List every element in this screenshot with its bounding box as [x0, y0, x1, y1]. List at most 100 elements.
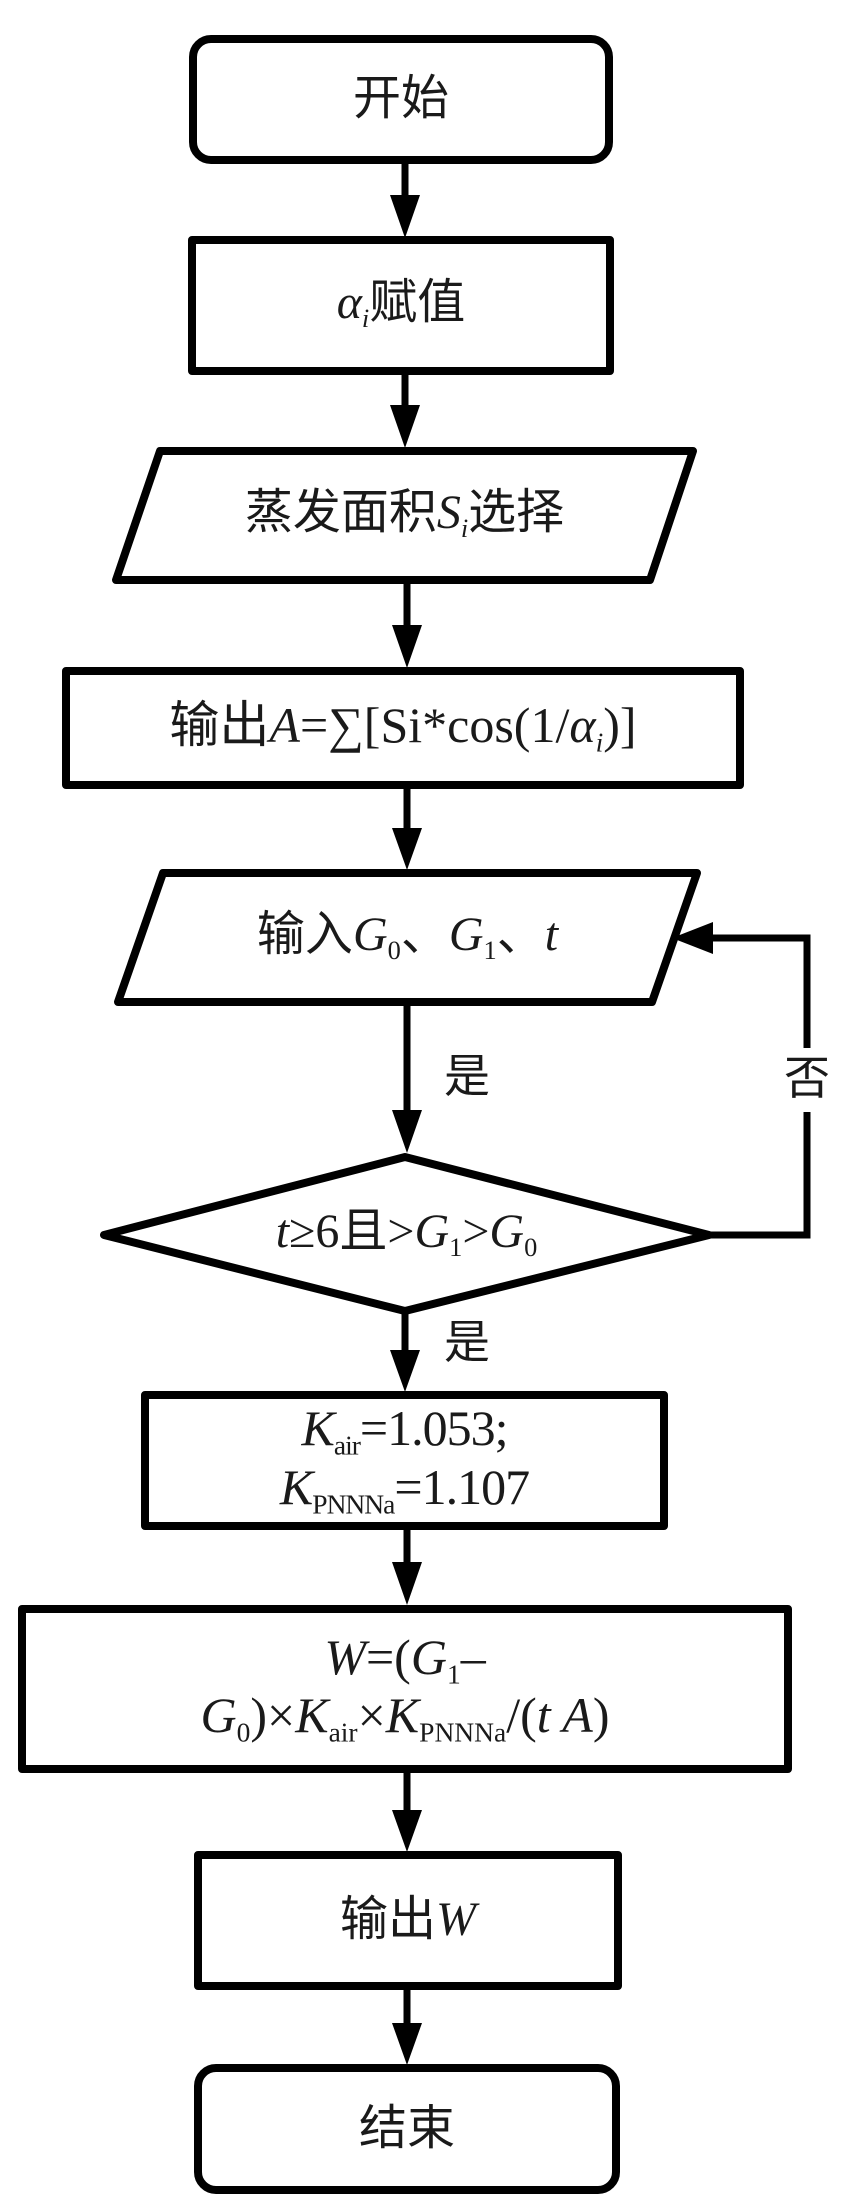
input-g-io-box — [114, 869, 701, 1006]
select-area-prefix: 蒸发面积 — [244, 486, 437, 540]
arrowhead-constants-compute — [392, 1562, 422, 1605]
separator-1: 、 — [400, 908, 449, 962]
close-paren: ) — [592, 1687, 610, 1743]
output-a-prefix: 输出 — [169, 696, 270, 753]
k-air-subscript: air — [333, 1429, 361, 1461]
separator-2: 、 — [496, 908, 545, 962]
input-prefix: 输入 — [256, 908, 353, 962]
divide-paren: /( — [506, 1687, 537, 1743]
end-text: 结束 — [358, 2101, 455, 2155]
t-symbol: t — [544, 908, 559, 962]
compute-w-line-1: W=(G1– — [324, 1628, 486, 1690]
k-pnnna-subscript-w: PNNNa — [419, 1716, 507, 1748]
connector-decision-no-loop-upper — [700, 934, 811, 1048]
decision-label: t≥6且>G1>G0 — [104, 1157, 709, 1311]
arrowhead-output-a-input — [392, 828, 422, 870]
connector-decision-no-loop-lower — [711, 1112, 811, 1239]
arrowhead-decision-constants — [390, 1350, 420, 1392]
k-pnnna-symbol-w: K — [385, 1687, 420, 1743]
constants-label: Kair=1.053; KPNNNa=1.107 — [145, 1395, 664, 1526]
arrowhead-loop-input — [672, 922, 713, 954]
assign-label: αi赋值 — [192, 240, 610, 371]
s-subscript: i — [460, 513, 469, 544]
times-1: )× — [250, 1687, 296, 1743]
g1-symbol: G — [448, 908, 484, 962]
g1-subscript-w: 1 — [446, 1658, 461, 1690]
decision-condition: ≥6且> — [289, 1204, 415, 1258]
equals-paren: =( — [365, 1628, 411, 1685]
alpha-subscript: i — [361, 303, 370, 334]
arrowhead-compute-output-w — [392, 1810, 422, 1852]
select-area-io-box — [112, 447, 697, 584]
input-g-text: 输入G0、G1、t — [256, 908, 559, 966]
start-text: 开始 — [352, 72, 449, 126]
output-a-process-box — [62, 667, 744, 789]
assign-text: αi赋值 — [336, 276, 466, 334]
constants-process-box — [141, 1391, 668, 1530]
end-label: 结束 — [198, 2068, 616, 2190]
output-a-suffix: )] — [603, 696, 637, 753]
output-w-prefix: 输出 — [340, 1893, 437, 1947]
assign-process-box — [188, 236, 614, 375]
select-area-suffix: 选择 — [468, 486, 565, 540]
times-2: × — [357, 1687, 386, 1743]
select-area-text: 蒸发面积Si选择 — [244, 486, 565, 544]
k-air-symbol: K — [301, 1400, 335, 1456]
output-a-label: 输出A=∑[Si*cos(1/αi)] — [66, 671, 740, 785]
k-air-line: Kair=1.053; — [301, 1400, 509, 1461]
arrowhead-assign-select — [390, 405, 420, 448]
w-symbol: W — [324, 1628, 366, 1685]
select-area-label: 蒸发面积Si选择 — [116, 451, 693, 580]
arrowhead-select-output-a — [392, 625, 422, 668]
edge-label-no: 否 — [784, 1053, 830, 1104]
greater-than: > — [462, 1204, 490, 1258]
start-label: 开始 — [193, 39, 609, 160]
output-w-process-box — [194, 1851, 622, 1990]
g0-symbol-w: G — [200, 1687, 237, 1743]
input-g-label: 输入G0、G1、t — [118, 873, 697, 1002]
start-terminator — [189, 35, 613, 164]
k-air-value: =1.053; — [359, 1400, 509, 1456]
g1-subscript: 1 — [483, 935, 497, 966]
output-a-formula: =∑[Si*cos(1/ — [299, 696, 570, 753]
g1-symbol-w: G — [410, 1628, 447, 1685]
compute-w-label: W=(G1– G0)×Kair×KPNNNa/(t A) — [22, 1609, 788, 1769]
g0-symbol-decision: G — [489, 1204, 525, 1258]
g1-symbol-decision: G — [414, 1204, 450, 1258]
arrowhead-start-assign — [390, 195, 420, 238]
alpha-subscript-2: i — [595, 726, 604, 758]
k-pnnna-symbol: K — [279, 1458, 313, 1515]
assign-word: 赋值 — [369, 276, 466, 330]
edge-label-yes-1: 是 — [444, 1051, 490, 1102]
k-pnnna-line: KPNNNa=1.107 — [279, 1458, 530, 1520]
t-symbol-w: t — [536, 1687, 551, 1743]
output-w-text: 输出W — [340, 1895, 476, 1945]
alpha-symbol: α — [336, 276, 362, 330]
a-symbol: A — [269, 696, 300, 753]
compute-w-process-box — [18, 1605, 792, 1773]
k-pnnna-subscript: PNNNa — [312, 1488, 395, 1520]
arrowhead-input-decision — [392, 1110, 422, 1153]
k-air-subscript-w: air — [328, 1716, 358, 1748]
w-symbol-output: W — [436, 1893, 476, 1947]
minus-sign: – — [460, 1628, 486, 1685]
a-symbol-w: A — [550, 1687, 593, 1743]
t-symbol-decision: t — [275, 1204, 290, 1258]
compute-w-line-2: G0)×Kair×KPNNNa/(t A) — [201, 1689, 610, 1748]
g0-subscript-decision: 0 — [524, 1231, 538, 1262]
g0-symbol: G — [352, 908, 388, 962]
g0-subscript: 0 — [387, 935, 401, 966]
edge-label-yes-2: 是 — [444, 1317, 490, 1368]
g1-subscript-decision: 1 — [449, 1231, 463, 1262]
decision-text: t≥6且>G1>G0 — [275, 1204, 538, 1262]
output-w-label: 输出W — [198, 1855, 618, 1986]
output-a-text: 输出A=∑[Si*cos(1/αi)] — [169, 699, 636, 758]
arrowhead-output-w-end — [392, 2023, 422, 2065]
decision-diamond — [100, 1153, 713, 1315]
s-symbol: S — [436, 486, 461, 540]
k-pnnna-value: =1.107 — [394, 1458, 530, 1515]
alpha-symbol-2: α — [569, 696, 596, 753]
g0-subscript-w: 0 — [236, 1716, 251, 1748]
end-terminator — [194, 2064, 620, 2194]
